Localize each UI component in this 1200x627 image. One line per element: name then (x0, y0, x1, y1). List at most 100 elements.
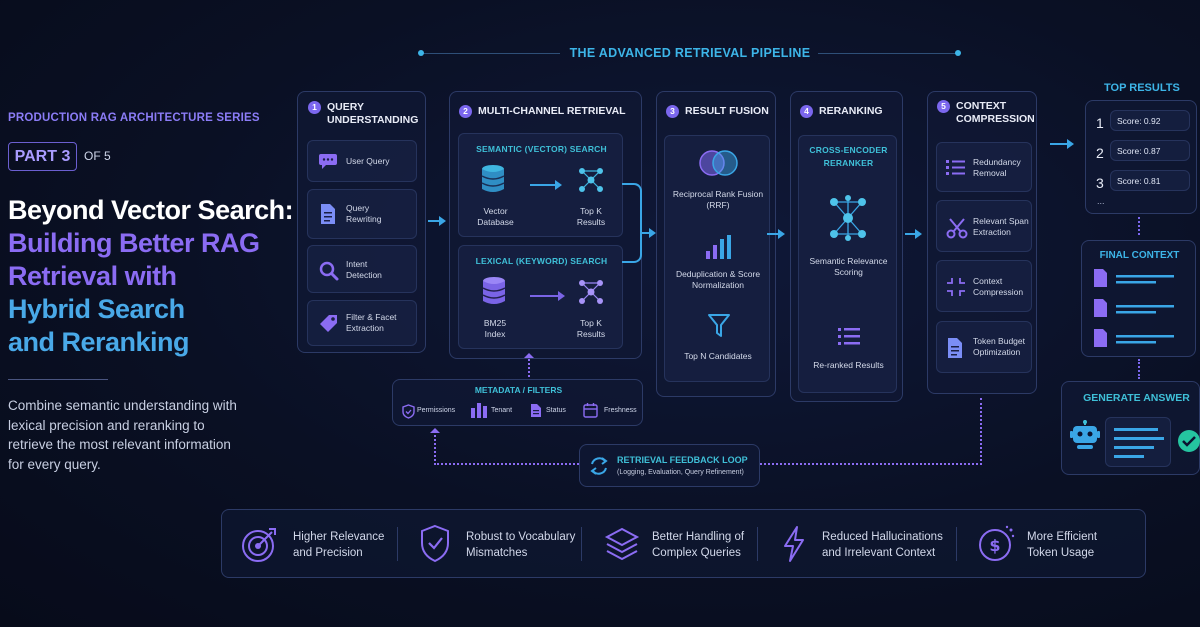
document-icon (531, 404, 541, 417)
scissors-icon (946, 218, 968, 239)
title-line-5: and Reranking (8, 327, 190, 357)
document-icon (321, 204, 335, 224)
title-rule-right (818, 53, 958, 54)
dollar-icon: $ (979, 525, 1015, 561)
network-icon (579, 168, 603, 192)
description: Combine semantic understanding with lexi… (8, 398, 237, 472)
top-results-panel: 1 Score: 0.92 2 Score: 0.87 3 Score: 0.8… (1085, 100, 1197, 214)
arrow-head (558, 291, 565, 301)
feedback-loop-line-right (760, 398, 982, 465)
stage-multi-channel-retrieval: 2 MULTI-CHANNEL RETRIEVAL SEMANTIC (VECT… (449, 91, 642, 359)
card-intent-detection: Intent Detection (307, 245, 417, 293)
card-context-compression: Context Compression (936, 260, 1032, 312)
arrow-bm25-to-results (530, 295, 560, 297)
check-circle-icon (1178, 430, 1200, 452)
part-total: OF 5 (84, 149, 111, 163)
shield-icon (402, 404, 415, 419)
fusion-label: Reciprocal Rank Fusion (RRF) (672, 189, 764, 210)
reranker-card: CROSS-ENCODER RERANKER Semantic Relevanc… (798, 135, 897, 393)
stage-query-understanding: 1 QUERY UNDERSTANDING User Query Query R… (297, 91, 426, 353)
result-label: Top K Results (576, 206, 606, 227)
title-line-4: Hybrid Search (8, 294, 185, 324)
filter-label: Tenant (491, 407, 513, 414)
filter-label: Freshness (604, 407, 637, 414)
network-icon (830, 195, 866, 241)
shield-check-icon (421, 524, 449, 563)
network-icon (579, 280, 603, 304)
score-1: Score: 0.92 (1110, 110, 1190, 131)
generate-answer-panel: GENERATE ANSWER (1061, 381, 1200, 475)
title-rule-dot-left (418, 50, 424, 56)
card-label: Filter & Facet Extraction (346, 312, 397, 333)
channel-title: LEXICAL (KEYWORD) SEARCH (475, 256, 608, 266)
pipeline-title: THE ADVANCED RETRIEVAL PIPELINE (569, 46, 811, 60)
final-context-panel: FINAL CONTEXT (1081, 240, 1196, 357)
part-badge: PART 3 (8, 142, 77, 171)
stage-number: 4 (800, 105, 813, 118)
rank-3: 3 (1096, 175, 1104, 191)
arrow-5-results (1050, 139, 1074, 149)
context-connector (1138, 359, 1140, 379)
stage-title: RESULT FUSION (685, 105, 769, 117)
card-label: Query Rewriting (346, 203, 382, 224)
feedback-loop-line-left (434, 430, 579, 465)
stage-number: 5 (937, 100, 950, 113)
title-rule-dot-right (955, 50, 961, 56)
target-icon (242, 528, 276, 562)
top-results-title: TOP RESULTS (1104, 82, 1180, 94)
source-label: BM25 Index (483, 318, 507, 339)
score-3: Score: 0.81 (1110, 170, 1190, 191)
reranker-title: CROSS-ENCODER RERANKER (809, 145, 888, 168)
metadata-filters-panel: METADATA / FILTERS Permissions Tenant St… (392, 379, 643, 426)
stage-title: CONTEXT COMPRESSION (956, 100, 1035, 125)
result-label: Top K Results (576, 318, 606, 339)
card-query-rewriting: Query Rewriting (307, 189, 417, 239)
generate-answer-title: GENERATE ANSWER (1083, 392, 1190, 404)
reranked-label: Re-ranked Results (813, 360, 884, 370)
title-line-1: Beyond Vector Search: (8, 195, 294, 225)
card-label: Redundancy Removal (973, 157, 1021, 178)
series-label: PRODUCTION RAG ARCHITECTURE SERIES (8, 112, 260, 124)
fusion-card: Reciprocal Rank Fusion (RRF) Deduplicati… (664, 135, 770, 382)
card-label: Context Compression (973, 276, 1024, 297)
tag-icon (320, 315, 337, 332)
title-line-2: Building Better RAG (8, 228, 260, 258)
stage-number: 2 (459, 105, 472, 118)
chat-bubble-icon (319, 154, 337, 169)
svg-text:$: $ (989, 536, 1000, 555)
arrow-2-3 (642, 228, 656, 238)
compress-icon (947, 278, 965, 296)
dedupe-label: Deduplication & Score Normalization (675, 269, 761, 290)
metadata-connector (528, 355, 530, 377)
feedback-loop-panel: RETRIEVAL FEEDBACK LOOP (Logging, Evalua… (579, 444, 760, 487)
answer-preview (1105, 417, 1171, 467)
score-2: Score: 0.87 (1110, 140, 1190, 161)
card-label: Relevant Span Extraction (973, 216, 1029, 237)
scoring-label: Semantic Relevance Scoring (809, 256, 888, 277)
card-span-extraction: Relevant Span Extraction (936, 200, 1032, 252)
card-label: Token Budget Optimization (973, 336, 1025, 357)
divider (8, 379, 108, 380)
robot-icon (1070, 420, 1100, 449)
channel-semantic: SEMANTIC (VECTOR) SEARCH Vector Database… (458, 133, 623, 237)
refresh-icon (590, 457, 608, 475)
card-label: Intent Detection (346, 259, 382, 280)
list-icon (946, 160, 965, 175)
feedback-subtitle: (Logging, Evaluation, Query Refinement) (617, 469, 744, 476)
stage-number: 1 (308, 101, 321, 114)
title-rule-left (420, 53, 560, 54)
arrow-4-5 (905, 229, 922, 239)
arrow-1-2 (428, 216, 446, 226)
more-results: ... (1097, 196, 1105, 206)
context-documents (1094, 269, 1174, 347)
stage-title: MULTI-CHANNEL RETRIEVAL (478, 105, 626, 117)
layers-icon (604, 527, 640, 561)
bar-chart-icon (706, 235, 731, 259)
card-label: User Query (346, 156, 390, 166)
arrow-vector-to-results (530, 180, 562, 190)
funnel-icon (708, 314, 730, 337)
